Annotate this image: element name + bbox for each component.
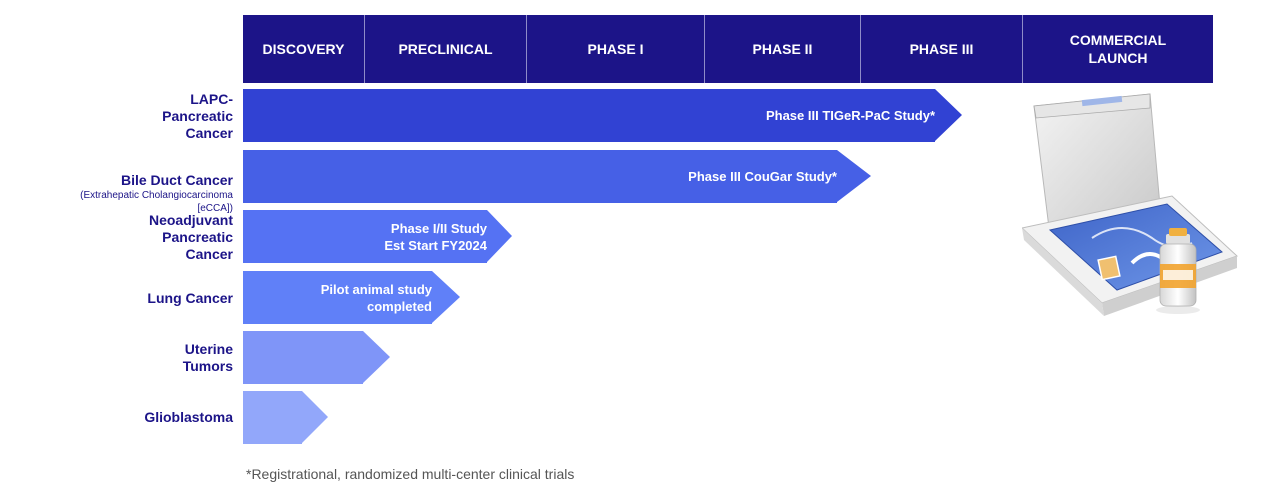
phase-1: PHASE I: [527, 15, 705, 83]
phase-2: PHASE II: [705, 15, 861, 83]
footnote: *Registrational, randomized multi-center…: [246, 466, 575, 482]
progress-label-lung: Pilot animal study completed: [320, 281, 432, 314]
progress-label-lapc: Phase III TIGeR-PaC Study*: [765, 108, 935, 123]
progress-label-neoadjuvant: Phase I/II Study Est Start FY2024: [384, 220, 487, 253]
progress-arrow-neoadjuvant: Phase I/II Study Est Start FY2024: [243, 210, 512, 263]
row-label-bile-duct: Bile Duct Cancer (Extrahepatic Cholangio…: [20, 155, 233, 232]
progress-label-bile-duct: Phase III CouGar Study*: [688, 169, 837, 184]
row-label-lung: Lung Cancer: [147, 290, 233, 306]
row-label-neoadjuvant: Neoadjuvant Pancreatic Cancer: [148, 212, 233, 262]
phase-discovery: DISCOVERY: [243, 15, 365, 83]
progress-arrow-bile-duct: Phase III CouGar Study*: [243, 150, 871, 203]
phase-commercial-launch: COMMERCIAL LAUNCH: [1069, 32, 1167, 66]
row-label-lapc: LAPC- Pancreatic Cancer: [162, 91, 233, 141]
progress-arrow-lung: Pilot animal study completed: [243, 271, 460, 324]
phase-header: DISCOVERY PRECLINICAL PHASE I PHASE II P…: [243, 15, 1213, 83]
row-label-uterine: Uterine Tumors: [182, 341, 233, 374]
phase-preclinical: PRECLINICAL: [365, 15, 527, 83]
progress-arrow-uterine: [243, 331, 390, 384]
phase-3: PHASE III: [861, 15, 1023, 83]
product-kit-image: [1022, 93, 1238, 316]
row-sublabel-bile-duct: (Extrahepatic Cholangiocarcinoma [eCCA]): [80, 190, 233, 214]
progress-arrow-glioblastoma: [243, 391, 328, 444]
row-label-glioblastoma: Glioblastoma: [144, 409, 233, 425]
progress-arrow-lapc: Phase III TIGeR-PaC Study*: [243, 89, 962, 142]
